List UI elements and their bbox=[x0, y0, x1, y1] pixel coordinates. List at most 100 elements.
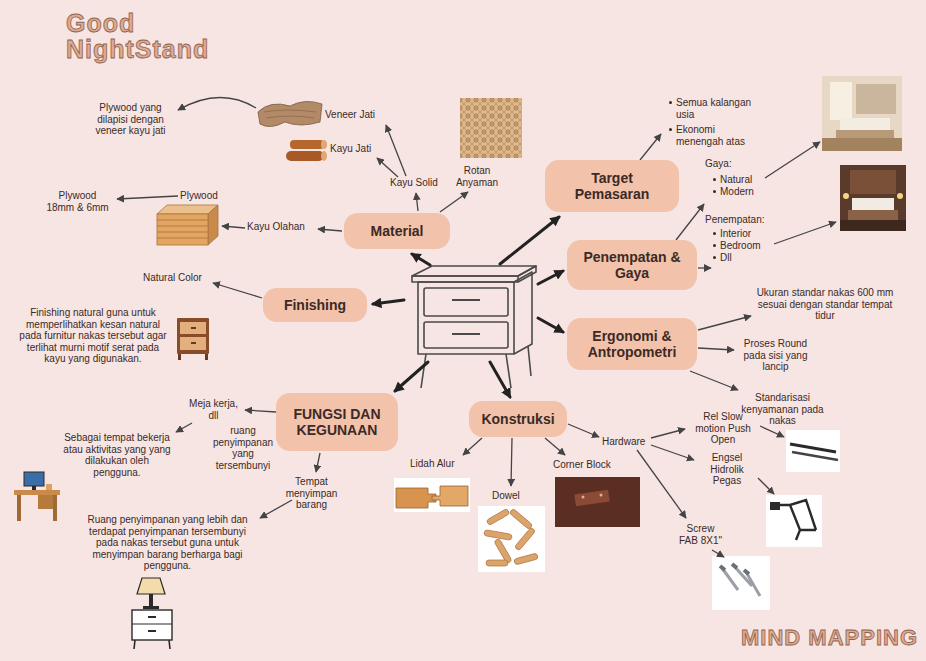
veneer-image bbox=[258, 101, 322, 126]
leader-arrow bbox=[213, 283, 262, 298]
nightstand-icon bbox=[178, 354, 181, 360]
note-text: Dowel bbox=[492, 490, 532, 502]
dowel-image bbox=[514, 527, 535, 551]
note-text: Natural Color bbox=[143, 272, 215, 284]
lamp-nightstand-icon bbox=[148, 630, 156, 632]
note-text: Sebagai tempat bekerja atau aktivitas ya… bbox=[62, 432, 172, 478]
bedroom-photo bbox=[897, 193, 903, 199]
leader-arrow bbox=[698, 316, 751, 330]
desk-icon bbox=[17, 495, 21, 521]
leader-arrow bbox=[651, 445, 694, 460]
leader-arrow bbox=[698, 267, 711, 268]
nightstand-icon bbox=[177, 318, 209, 354]
note-text: Standarisasi kenyamanan pada nakas bbox=[735, 392, 830, 427]
note-text: Gaya: bbox=[705, 158, 745, 170]
veneer-image bbox=[258, 101, 322, 126]
slide-rail-image bbox=[786, 430, 840, 472]
leader-arrow bbox=[511, 438, 512, 486]
lamp-nightstand-icon bbox=[132, 578, 172, 649]
topic-box: Material bbox=[344, 213, 450, 249]
note-text: Meja kerja, dll bbox=[186, 398, 241, 421]
corner-block-image bbox=[555, 477, 640, 527]
bedroom-photo bbox=[830, 82, 852, 120]
lamp-nightstand-icon bbox=[132, 623, 172, 624]
leader-arrow bbox=[758, 478, 774, 494]
desk-icon bbox=[38, 495, 53, 509]
branch-arrow bbox=[538, 271, 563, 284]
dowel-image bbox=[486, 560, 508, 566]
bullet-text: Dll bbox=[720, 252, 760, 264]
leader-arrow bbox=[637, 450, 686, 518]
hinge-image bbox=[766, 495, 822, 547]
note-text: Ruang penyimpanan yang lebih dan terdapa… bbox=[80, 514, 255, 572]
screw-image bbox=[720, 564, 749, 574]
note-text: Kayu Olahan bbox=[247, 221, 315, 233]
note-text: Screw FAB 8X1" bbox=[678, 523, 723, 546]
bullet-text: Natural bbox=[720, 174, 770, 186]
leader-arrow bbox=[568, 424, 599, 437]
bullet-dot bbox=[713, 232, 716, 235]
title-text: Good NightStand bbox=[66, 10, 226, 63]
leader-arrow bbox=[765, 142, 820, 178]
bullet-dot bbox=[669, 128, 672, 131]
bedroom-photo bbox=[836, 130, 894, 138]
screw-image bbox=[712, 556, 770, 610]
bullet-dot bbox=[713, 244, 716, 247]
leader-arrow bbox=[377, 158, 398, 177]
leader-arrow bbox=[440, 192, 468, 212]
watermark-text: MIND MAPPING bbox=[720, 626, 918, 649]
lamp-nightstand-icon bbox=[134, 640, 170, 649]
leader-arrow bbox=[774, 222, 836, 244]
leader-arrow bbox=[316, 453, 320, 472]
veneer-image bbox=[264, 110, 316, 118]
teak-logs-image bbox=[321, 140, 327, 149]
bullet-text: Bedroom bbox=[720, 240, 770, 252]
topic-text: FUNGSI DAN KEGUNAAN bbox=[286, 406, 388, 438]
desk-icon bbox=[14, 472, 60, 521]
corner-block-image bbox=[600, 494, 603, 497]
bedroom-photo bbox=[822, 76, 902, 151]
nightstand-sketch bbox=[418, 282, 514, 354]
topic-box: Konstruksi bbox=[469, 401, 567, 437]
bullet-dot bbox=[669, 101, 672, 104]
desk-icon bbox=[32, 486, 36, 490]
nightstand-icon bbox=[191, 342, 196, 344]
corner-block-image bbox=[574, 490, 609, 507]
leader-arrow bbox=[463, 438, 482, 455]
corner-block-image bbox=[555, 477, 640, 527]
branch-arrow bbox=[373, 300, 404, 304]
note-text: Plywood bbox=[180, 190, 230, 202]
note-text: Ukuran standar nakas 600 mm sesuai denga… bbox=[755, 287, 895, 322]
leader-arrow bbox=[640, 134, 661, 160]
note-text: Rel Slow motion Push Open bbox=[688, 411, 758, 446]
bullet-text: Modern bbox=[720, 186, 770, 198]
plywood-image bbox=[157, 214, 208, 245]
nightstand-sketch bbox=[452, 300, 480, 334]
teak-logs-image bbox=[321, 151, 327, 161]
hinge-image bbox=[770, 502, 780, 510]
lamp-nightstand-icon bbox=[149, 594, 153, 606]
leader-arrow bbox=[651, 429, 685, 438]
tongue-groove-image bbox=[394, 478, 470, 512]
nightstand-sketch bbox=[412, 266, 536, 388]
leader-arrow bbox=[760, 426, 784, 437]
note-text: Corner Block bbox=[553, 459, 625, 471]
teak-logs-image bbox=[286, 151, 324, 161]
note-text: Penempatan: bbox=[705, 214, 780, 226]
lamp-nightstand-icon bbox=[132, 610, 172, 640]
bedroom-photo bbox=[848, 210, 898, 220]
topic-box: FUNGSI DAN KEGUNAAN bbox=[276, 393, 398, 451]
leader-arrow bbox=[176, 423, 192, 432]
topic-box: Target Pemasaran bbox=[545, 160, 679, 212]
hinge-image bbox=[766, 495, 822, 547]
slide-rail-image bbox=[786, 430, 840, 472]
topic-box: Finishing bbox=[263, 288, 367, 322]
rattan-image bbox=[460, 98, 522, 158]
bullet-text: Ekonomi menengah atas bbox=[676, 124, 756, 147]
tongue-groove-image bbox=[432, 486, 468, 506]
tongue-groove-image bbox=[396, 488, 436, 508]
screw-image bbox=[722, 566, 760, 596]
leader-arrow bbox=[222, 226, 245, 228]
dowel-image bbox=[509, 508, 533, 529]
nightstand-sketch bbox=[412, 266, 536, 276]
